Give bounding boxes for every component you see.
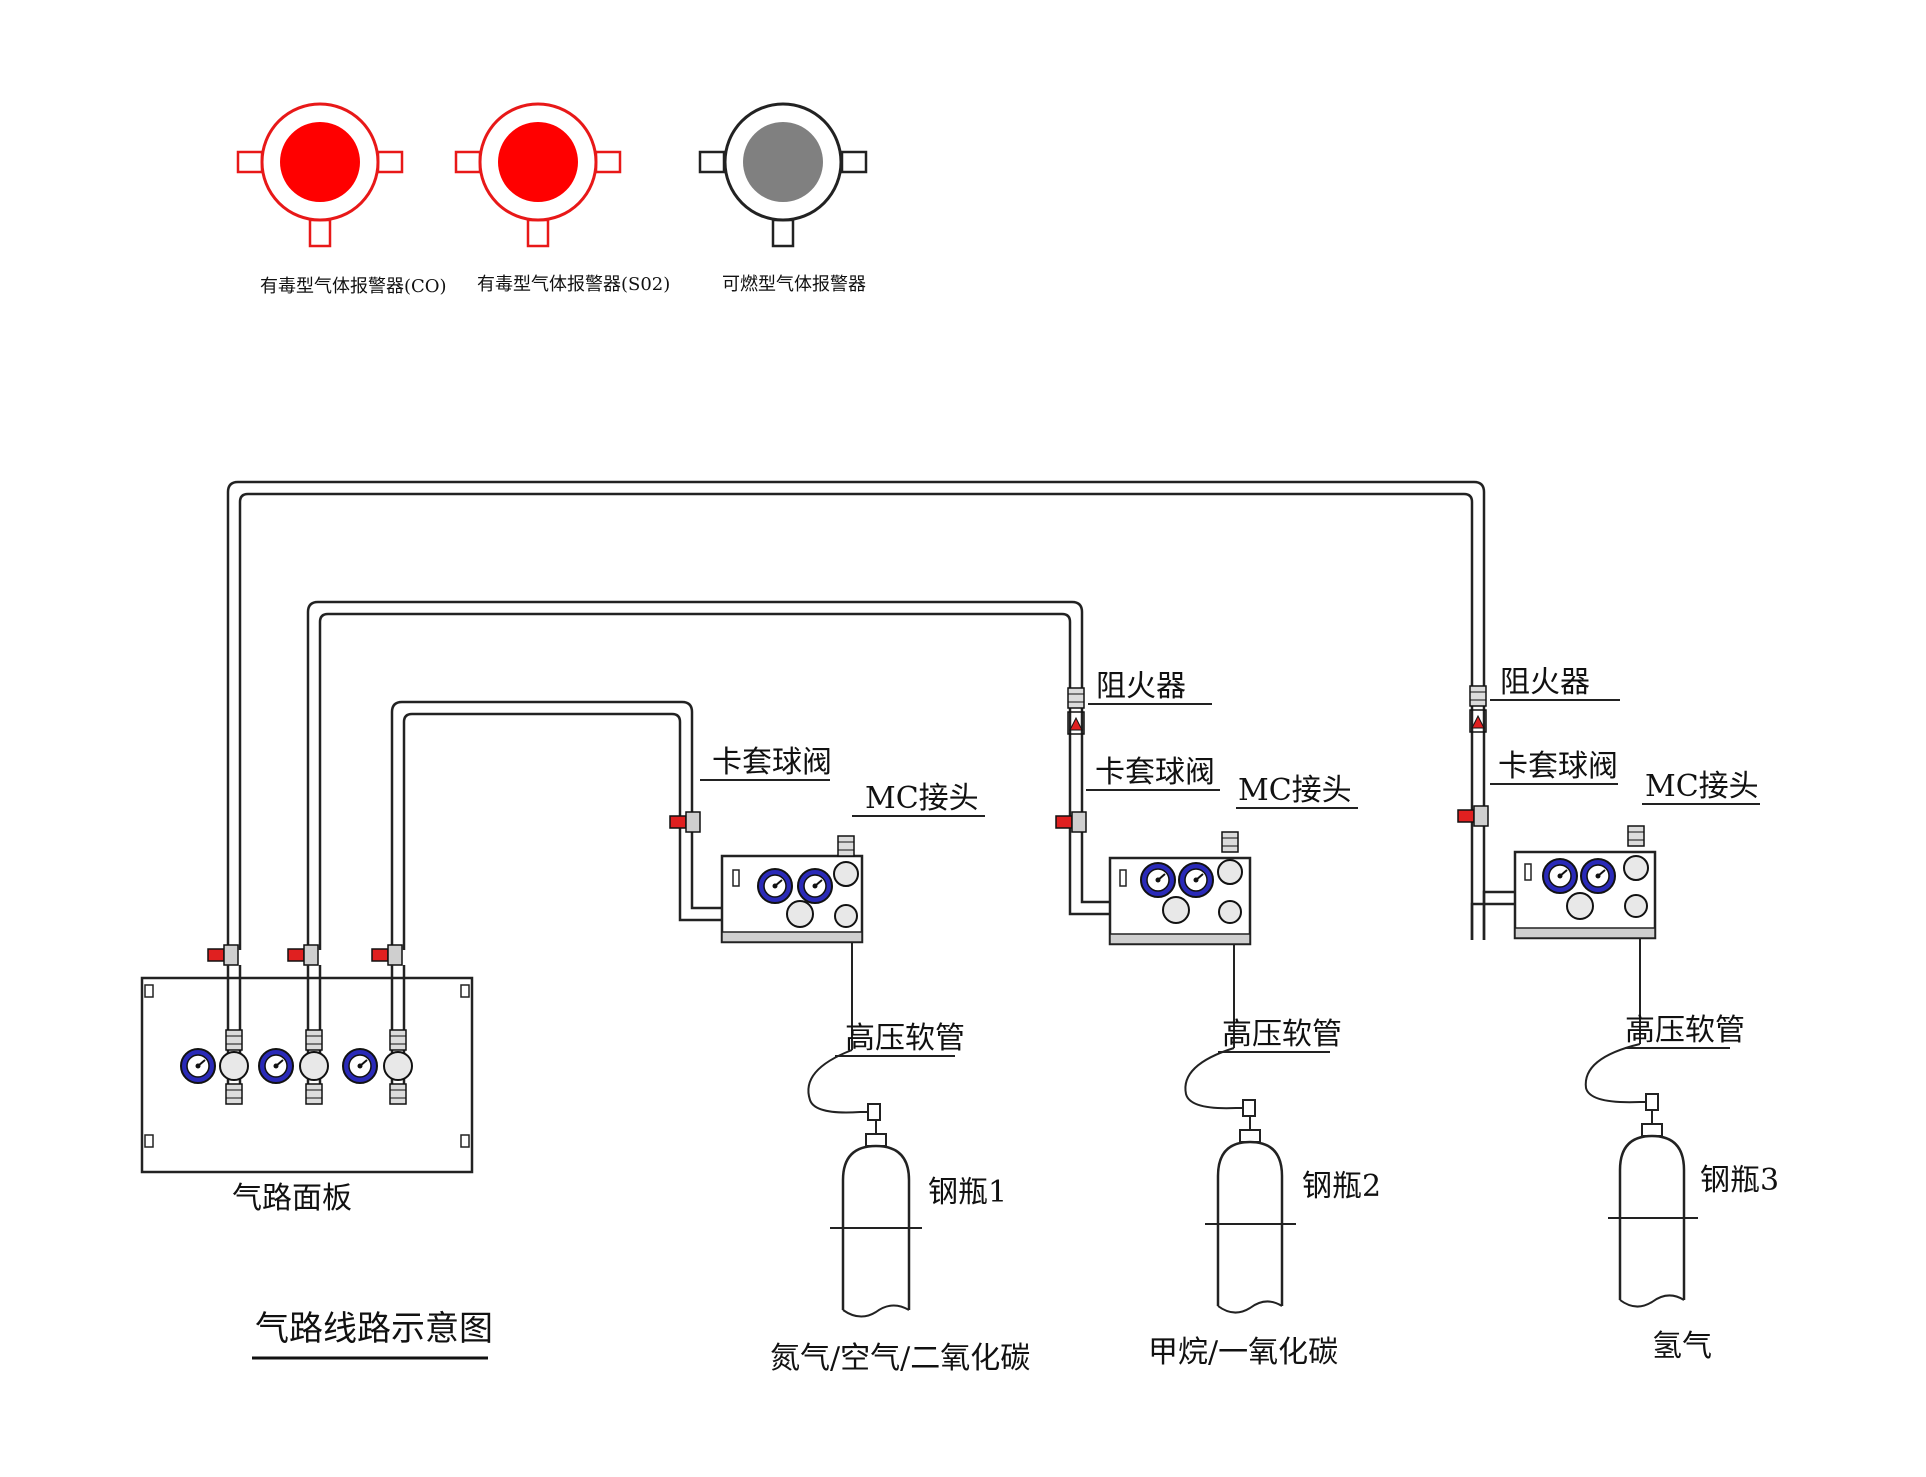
mc-connector-2-label: MC接头 bbox=[1238, 773, 1352, 808]
alarm-combustible-icon bbox=[698, 102, 868, 248]
gas-panel bbox=[140, 944, 474, 1174]
cylinder-3-icon bbox=[1608, 1123, 1698, 1308]
gas-panel-label: 气路面板 bbox=[232, 1181, 352, 1216]
station-2: 阻火器 卡套球阀 MC接头 高压软管 钢瓶2 甲烷/一氧化碳 bbox=[1055, 669, 1381, 1370]
pipe-to-cylinder-3 bbox=[226, 480, 1486, 950]
mc-connector-3-label: MC接头 bbox=[1645, 769, 1759, 804]
legend-label-so2: 有毒型气体报警器(S02) bbox=[477, 274, 670, 295]
mc-connector-1-icon bbox=[837, 835, 855, 857]
station-3-gauge-1-icon bbox=[1542, 858, 1578, 894]
hose-3 bbox=[1584, 1043, 1652, 1104]
flame-arrester-2-label: 阻火器 bbox=[1096, 669, 1186, 704]
flame-arrester-2-icon bbox=[1067, 687, 1085, 709]
cylinder-1-name: 钢瓶1 bbox=[928, 1175, 1007, 1210]
panel-gauge-3-icon bbox=[342, 1048, 378, 1084]
station-3-gauge-2-icon bbox=[1580, 858, 1616, 894]
cylinder-1-icon bbox=[830, 1133, 922, 1318]
cylinder-2-gas: 甲烷/一氧化碳 bbox=[1148, 1335, 1338, 1370]
station-2-gauge-2-icon bbox=[1178, 862, 1214, 898]
cylinder-2-name: 钢瓶2 bbox=[1302, 1169, 1381, 1204]
panel-gauge-1-icon bbox=[180, 1048, 216, 1084]
ball-valve-2-label: 卡套球阀 bbox=[1095, 755, 1215, 790]
flame-arrester-3-label: 阻火器 bbox=[1500, 665, 1590, 700]
ball-valve-1-icon bbox=[669, 811, 701, 833]
mc-connector-3-icon bbox=[1627, 825, 1645, 847]
panel-valve-3-icon bbox=[371, 944, 403, 966]
hose-3-label: 高压软管 bbox=[1625, 1013, 1745, 1048]
station-1-gauge-1-icon bbox=[757, 868, 793, 904]
legend-label-combustible: 可燃型气体报警器 bbox=[722, 274, 866, 295]
pipe-routes bbox=[226, 480, 1515, 950]
pipe-to-cylinder-1 bbox=[390, 700, 722, 950]
cylinder-1-gas: 氮气/空气/二氧化碳 bbox=[770, 1341, 1030, 1376]
mc-connector-1-label: MC接头 bbox=[865, 781, 979, 816]
station-3: 阻火器 卡套球阀 MC接头 高压软管 钢瓶3 氢气 bbox=[1457, 665, 1779, 1364]
station-2-gauge-1-icon bbox=[1140, 862, 1176, 898]
pipe-to-cylinder-2 bbox=[306, 600, 1110, 950]
legend-label-co: 有毒型气体报警器(CO) bbox=[260, 276, 447, 297]
alarm-co-icon bbox=[236, 102, 404, 248]
hose-1-label: 高压软管 bbox=[845, 1021, 965, 1056]
panel-valve-1-icon bbox=[207, 944, 239, 966]
cylinder-2-icon bbox=[1205, 1129, 1296, 1314]
mc-connector-2-icon bbox=[1221, 831, 1239, 853]
cylinder-3-name: 钢瓶3 bbox=[1700, 1163, 1779, 1198]
hose-2 bbox=[1184, 1047, 1248, 1110]
hose-2-label: 高压软管 bbox=[1222, 1017, 1342, 1052]
alarm-so2-icon bbox=[454, 102, 622, 248]
hose-1 bbox=[807, 1049, 872, 1114]
ball-valve-3-label: 卡套球阀 bbox=[1498, 749, 1618, 784]
diagram-title: 气路线路示意图 bbox=[255, 1309, 493, 1349]
station-1-gauge-2-icon bbox=[797, 868, 833, 904]
station-1: 卡套球阀 MC接头 高压软管 钢瓶1 氮气/空气/二氧化碳 bbox=[669, 745, 1030, 1376]
flame-arrester-3-icon bbox=[1469, 685, 1487, 707]
panel-gauge-2-icon bbox=[258, 1048, 294, 1084]
panel-valve-2-icon bbox=[287, 944, 319, 966]
ball-valve-1-label: 卡套球阀 bbox=[712, 745, 832, 780]
cylinder-3-gas: 氢气 bbox=[1652, 1329, 1712, 1364]
legend: 有毒型气体报警器(CO) 有毒型气体报警器(S02) 可燃型气体报警器 bbox=[236, 102, 868, 297]
